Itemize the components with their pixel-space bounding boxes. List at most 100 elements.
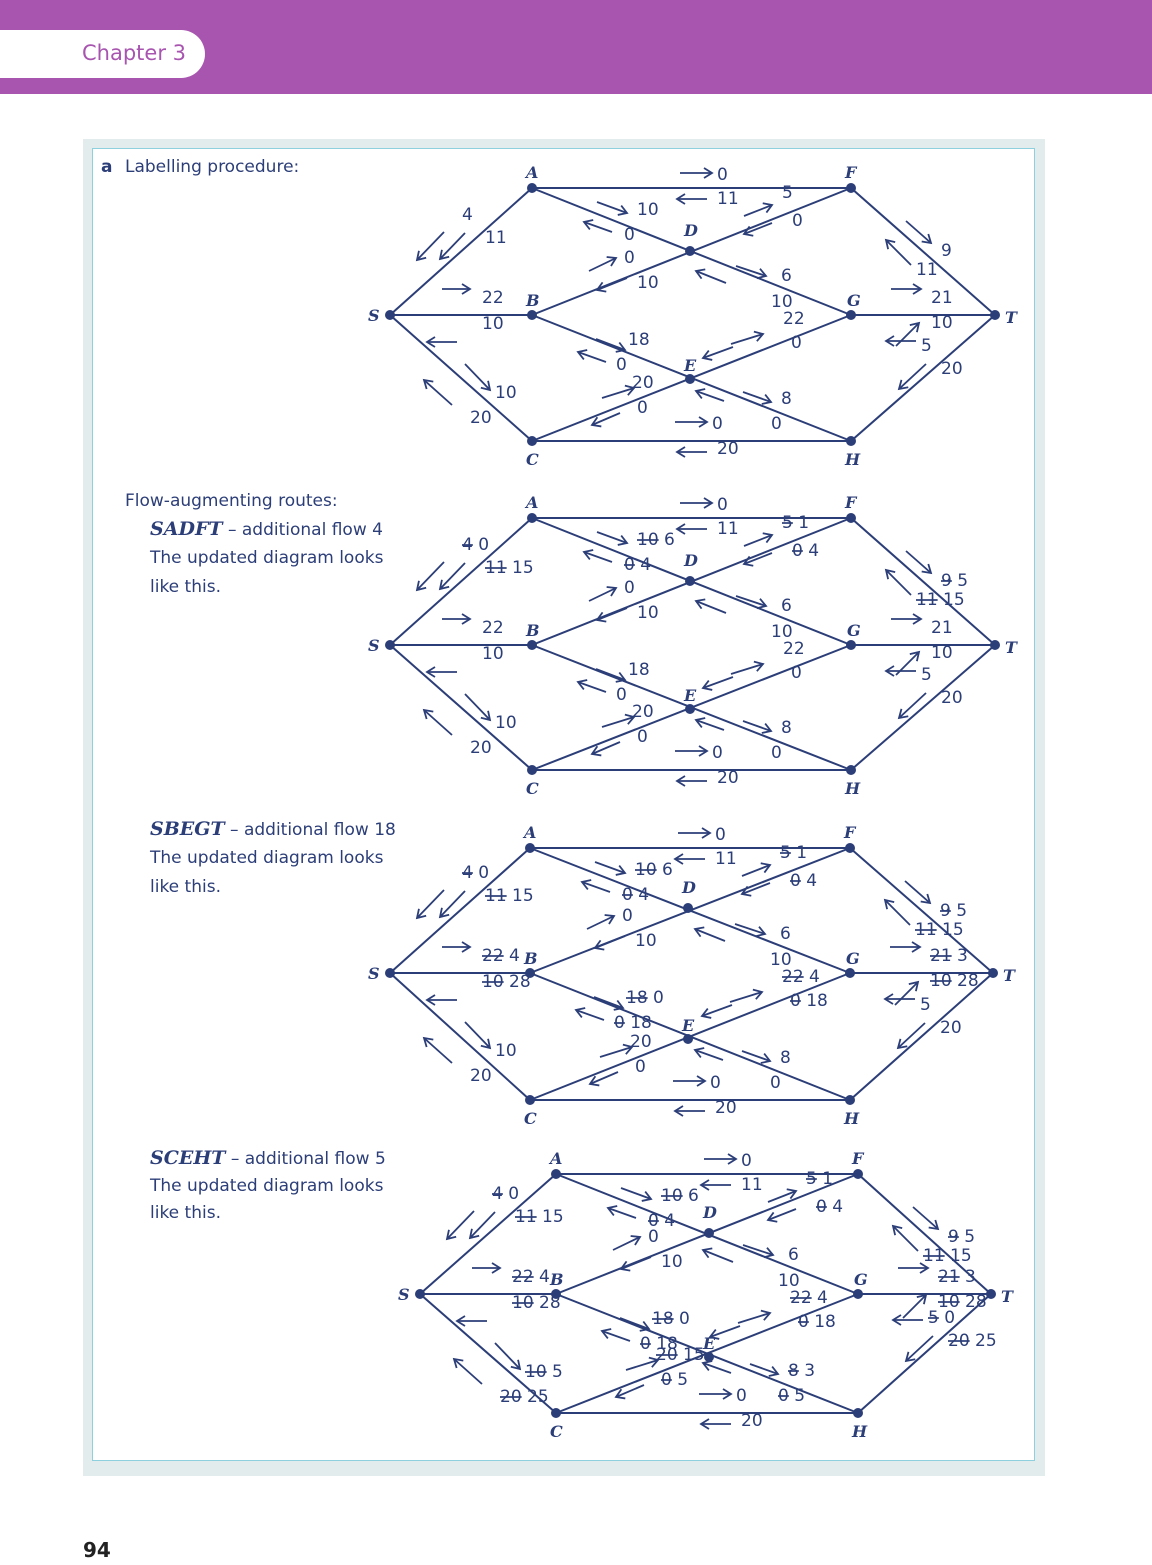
flow-arrow-HT-r-head xyxy=(896,1038,908,1050)
chapter-tab xyxy=(0,30,205,78)
flow-arrow-DF-f xyxy=(741,864,771,877)
node-D xyxy=(683,903,693,913)
flow-arrow-DG-f-head xyxy=(755,926,767,938)
flow-arrow-HT-r xyxy=(905,1335,934,1362)
node-label-C: C xyxy=(526,779,539,798)
flow-arrow-EG-r xyxy=(702,676,734,689)
flow-arrow-DF-r-head xyxy=(766,1211,778,1223)
node-label-F: F xyxy=(844,163,858,182)
flow-arrow-AD-f-head xyxy=(641,1190,653,1202)
flow-arrow-FT-r xyxy=(884,899,911,926)
flow-arrow-BE-r xyxy=(577,681,607,693)
node-label-H: H xyxy=(851,1422,868,1441)
node-label-T: T xyxy=(1005,308,1018,327)
flow-arrow-BE-f xyxy=(595,338,626,351)
node-A xyxy=(527,513,537,523)
flow-label-AD-f: 10 xyxy=(637,200,659,220)
flow-label-FT-r: 11 15 xyxy=(923,1246,972,1266)
node-T xyxy=(986,1289,996,1299)
flow-arrow-SC-r-head xyxy=(422,1036,434,1048)
flow-arrow-HT-r xyxy=(897,1022,926,1049)
node-label-A: A xyxy=(524,493,538,512)
flow-arrow-DG-r-head xyxy=(701,1247,713,1259)
node-label-F: F xyxy=(851,1149,865,1168)
arc-SA xyxy=(389,847,531,974)
flow-label-AD-f-old: 10 xyxy=(637,530,659,550)
flow-label-SB-r: 10 28 xyxy=(512,1293,561,1313)
node-G xyxy=(846,640,856,650)
flow-label-CH-f: 0 xyxy=(710,1073,721,1093)
flow-arrow-SC-r xyxy=(423,1037,453,1064)
flow-label-AF-r: 11 xyxy=(717,189,739,209)
flow-label-GT-f: 21 3 xyxy=(938,1267,976,1287)
node-S xyxy=(385,640,395,650)
flow-arrow-GT-r-head xyxy=(884,335,895,347)
flow-arrow-CH-f-head xyxy=(698,745,709,757)
flow-label-HT-f-new: 0 xyxy=(939,1308,955,1328)
flow-label-EH-f-new: 3 xyxy=(799,1361,815,1381)
flow-label-CE-r: 0 5 xyxy=(661,1370,688,1390)
node-S xyxy=(385,968,395,978)
flow-label-DF-f-old: 5 xyxy=(806,1169,817,1189)
flow-arrow-DF-r xyxy=(743,552,773,565)
flow-arrow-SC-f-head xyxy=(510,1359,522,1371)
flow-label-CH-r: 20 xyxy=(717,439,739,459)
flow-label-DG-f: 6 xyxy=(781,596,792,616)
flow-arrow-BE-f-head xyxy=(613,999,625,1011)
flow-label-FT-f-new: 5 xyxy=(951,901,967,921)
node-label-C: C xyxy=(550,1422,563,1441)
step-2-line3: like this. xyxy=(150,877,221,897)
flow-label-BE-r-new: 18 xyxy=(625,1013,652,1033)
flow-label-DG-r: 10 xyxy=(771,622,793,642)
flow-arrow-DB-r-head xyxy=(595,611,607,623)
flow-arrow-SA-f xyxy=(446,1210,475,1240)
flow-arrow-HT-f xyxy=(902,1294,927,1319)
step-2-line2: The updated diagram looks xyxy=(150,848,384,868)
flow-arrow-BE-f xyxy=(593,996,624,1009)
flow-label-AF-r: 11 xyxy=(741,1175,763,1195)
node-F xyxy=(853,1169,863,1179)
flow-arrow-DG-r xyxy=(702,1249,734,1263)
flow-arrow-EH-r-head xyxy=(701,1360,713,1371)
flow-arrow-EH-f xyxy=(742,391,772,403)
flow-arrow-AF-r-head xyxy=(675,523,686,535)
flow-label-DF-f-old: 5 xyxy=(782,513,793,533)
flow-label-FT-r: 11 15 xyxy=(916,590,965,610)
flow-arrow-DF-f-head xyxy=(760,862,772,874)
node-T xyxy=(990,640,1000,650)
node-label-D: D xyxy=(702,1203,717,1222)
flow-arrow-EH-r-head xyxy=(693,1047,705,1058)
flow-label-CH-f: 0 xyxy=(712,414,723,434)
flow-arrow-SC-r-head xyxy=(452,1357,464,1369)
flow-arrow-DG-f xyxy=(735,265,767,277)
flow-label-AD-r-new: 4 xyxy=(633,885,649,905)
flow-arrow-GT-r-head xyxy=(883,993,894,1005)
flow-arrow-FT-f xyxy=(912,1206,939,1230)
flow-label-SC-r: 20 xyxy=(470,738,492,758)
node-F xyxy=(846,183,856,193)
flow-label-FT-f: 9 5 xyxy=(940,901,967,921)
flow-label-SA-r: 11 xyxy=(485,228,507,248)
flow-arrow-SC-f-head xyxy=(480,1038,492,1050)
flow-label-HT-r: 20 25 xyxy=(948,1331,997,1351)
node-F xyxy=(845,843,855,853)
flow-arrow-DF-r-head xyxy=(740,885,752,897)
flow-label-BE-r: 0 xyxy=(616,685,627,705)
flow-arrow-CE-r xyxy=(591,741,621,755)
node-label-E: E xyxy=(702,1334,716,1353)
flow-label-HT-r-old: 20 xyxy=(948,1331,970,1351)
step-1-line3: like this. xyxy=(150,577,221,597)
node-B xyxy=(527,640,537,650)
node-label-H: H xyxy=(844,450,861,469)
flow-arrow-CH-r-head xyxy=(699,1418,710,1430)
flow-arrow-DF-f xyxy=(743,204,773,217)
flow-label-SC-r: 20 xyxy=(470,1066,492,1086)
flow-label-GT-f: 21 xyxy=(931,618,953,638)
flow-arrow-DB-r xyxy=(594,935,626,949)
flow-arrow-HT-r-head xyxy=(897,708,909,720)
flow-label-GT-r: 10 xyxy=(931,643,953,663)
flow-arrow-CE-f xyxy=(601,387,635,399)
node-label-A: A xyxy=(522,823,536,842)
flow-label-CE-f: 20 xyxy=(632,373,654,393)
